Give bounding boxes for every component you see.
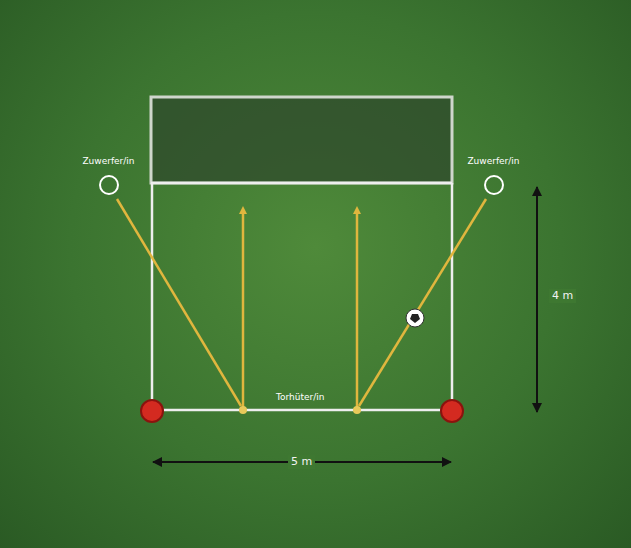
dimension-label: 5 m bbox=[288, 455, 315, 469]
ball bbox=[406, 309, 424, 327]
player-label: Zuwerfer/in bbox=[464, 155, 523, 167]
player-circle bbox=[99, 175, 119, 195]
cone bbox=[141, 400, 163, 422]
thrower-node: Zuwerfer/in bbox=[79, 155, 138, 195]
start-point bbox=[239, 406, 247, 414]
thrower-node: Zuwerfer/in bbox=[464, 155, 523, 195]
run-arrows bbox=[117, 199, 486, 408]
cone bbox=[441, 400, 463, 422]
goal-net bbox=[151, 97, 452, 183]
player-label: Zuwerfer/in bbox=[79, 155, 138, 167]
start-point bbox=[353, 406, 361, 414]
player-circle bbox=[484, 175, 504, 195]
dimension-label: 4 m bbox=[549, 289, 576, 303]
dimension-arrow bbox=[536, 187, 538, 412]
role-label: Torhüter/in bbox=[276, 391, 324, 403]
field-lines bbox=[151, 183, 452, 410]
